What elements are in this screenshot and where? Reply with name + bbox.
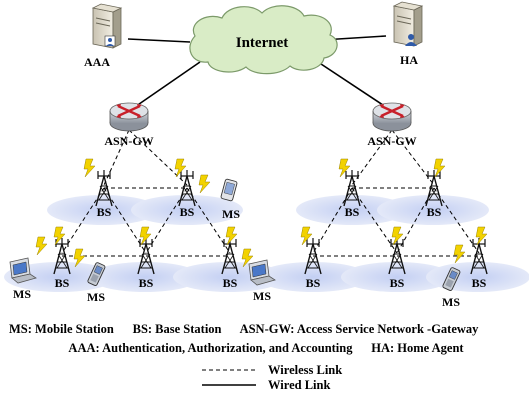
- bs-label: BS: [306, 276, 321, 290]
- bs-label: BS: [390, 276, 405, 290]
- bs-label: BS: [180, 205, 195, 219]
- cell-coverage-areas: [4, 195, 529, 292]
- bs-label: BS: [345, 205, 360, 219]
- aaa-server-icon: [91, 3, 123, 49]
- wireless-link-legend-label: Wireless Link: [268, 363, 342, 377]
- asn-gw-router-icon: [371, 101, 413, 133]
- asn-gw-label: ASN-GW: [367, 134, 416, 148]
- legend-abbreviations-line1: MS: Mobile Station BS: Base Station ASN-…: [9, 322, 479, 336]
- bs-label: BS: [472, 276, 487, 290]
- asn-gw-label: ASN-GW: [104, 134, 153, 148]
- lightning-icon: [225, 226, 238, 246]
- internet-label: Internet: [236, 35, 289, 51]
- wired-link-legend-label: Wired Link: [268, 378, 330, 392]
- bs-label: BS: [427, 205, 442, 219]
- asn-gw-router-icon: [108, 101, 150, 133]
- legend-abbreviations-line2: AAA: Authentication, Authorization, and …: [68, 341, 464, 355]
- bs-label: BS: [223, 276, 238, 290]
- lightning-icon: [35, 236, 48, 256]
- ms-label: MS: [222, 207, 240, 221]
- aaa-label: AAA: [84, 55, 110, 69]
- lightning-icon: [198, 174, 211, 194]
- bs-label: BS: [55, 276, 70, 290]
- lightning-icon: [83, 158, 96, 178]
- mobile-station-pda-icon: [220, 178, 238, 202]
- lightning-icon: [453, 244, 466, 264]
- ms-label: MS: [253, 289, 271, 303]
- ha-label: HA: [400, 53, 418, 67]
- bs-label: BS: [139, 276, 154, 290]
- internet-cloud: Internet: [189, 5, 338, 75]
- ms-label: MS: [13, 287, 31, 301]
- wireless-links: [61, 129, 480, 257]
- lightning-icon: [338, 158, 351, 178]
- ha-server-icon: [392, 1, 424, 47]
- bs-label: BS: [97, 205, 112, 219]
- ms-label: MS: [442, 295, 460, 309]
- ms-label: MS: [87, 290, 105, 304]
